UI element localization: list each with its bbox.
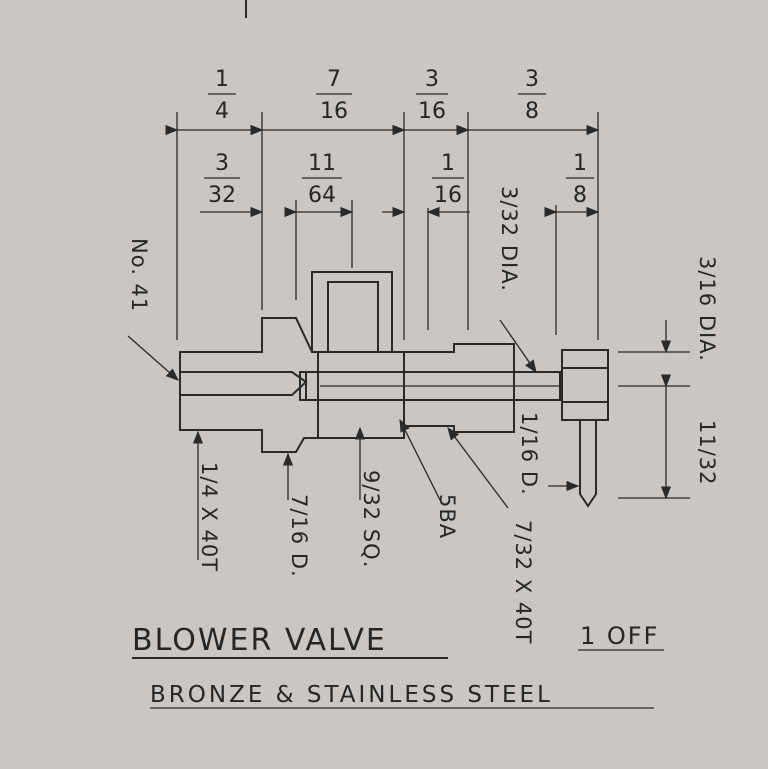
pin-dia-callout: 3/32 DIA.: [497, 186, 521, 292]
drill-callout: No. 41: [127, 238, 151, 312]
handle-dia-callout: 3/16 DIA.: [695, 256, 719, 362]
quantity-label: 1 OFF: [580, 622, 659, 650]
title-block: BLOWER VALVE 1 OFF BRONZE & STAINLESS ST…: [132, 622, 664, 709]
handle-length-callout: 11/32: [695, 420, 719, 486]
handle-d-callout: 1/16 D.: [517, 412, 541, 496]
material-label: BRONZE & STAINLESS STEEL: [150, 682, 553, 708]
inlet-thread-callout: 1/4 X 40T: [197, 462, 221, 572]
dim-top-2-num: 7: [327, 67, 341, 92]
dim-top-4-den: 8: [525, 99, 539, 124]
dim-row2-2-den: 64: [308, 183, 336, 208]
handle-dimensions: [548, 320, 690, 500]
body-dia-callout: 7/16 D.: [287, 494, 311, 578]
extension-lines: [176, 112, 599, 340]
dim-row2-3-den: 16: [434, 183, 462, 208]
dim-top-3-den: 16: [418, 99, 446, 124]
callout-labels: No. 41 3/32 DIA. 3/16 DIA. 11/32 1/16 D.…: [127, 186, 719, 644]
valve-body: [179, 271, 609, 508]
dim-row2-4-den: 8: [573, 183, 587, 208]
dim-row2-2-num: 11: [308, 151, 336, 176]
dim-row2-1-num: 3: [215, 151, 229, 176]
dim-top-1-den: 4: [215, 99, 229, 124]
dim-row2-4-num: 1: [573, 151, 587, 176]
leader-lines: [127, 319, 537, 560]
square-callout: 9/32 SQ.: [359, 470, 383, 568]
dim-top-4-num: 3: [525, 67, 539, 92]
screw-callout: 5BA: [435, 494, 459, 539]
dim-row2-3-num: 1: [441, 151, 455, 176]
dim-top-2-den: 16: [320, 99, 348, 124]
drawing-title: BLOWER VALVE: [132, 623, 387, 658]
dim-row2-1-den: 32: [208, 183, 236, 208]
dim-top-1-num: 1: [215, 67, 229, 92]
dimension-labels: 1 4 7 16 3 16 3 8 3 32 11 64 1 16 1 8: [204, 67, 594, 208]
outlet-thread-callout: 7/32 X 40T: [511, 520, 535, 644]
dim-top-3-num: 3: [425, 67, 439, 92]
